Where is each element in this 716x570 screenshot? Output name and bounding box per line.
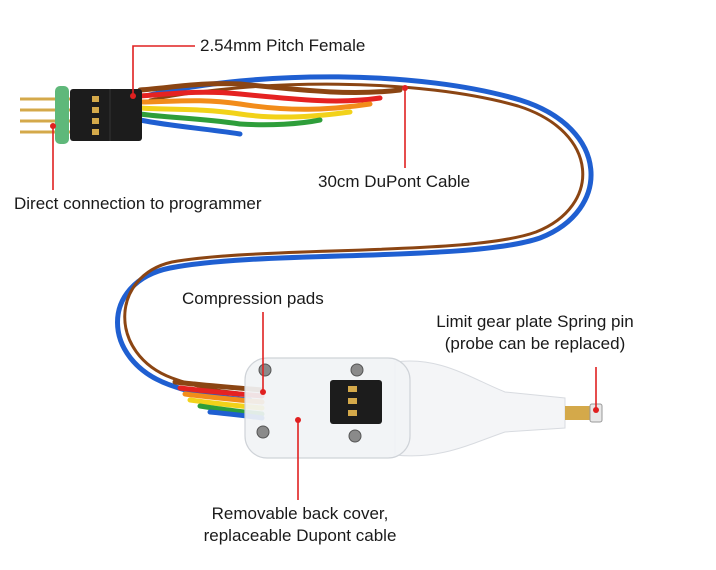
header-connector	[20, 86, 142, 144]
screw-bottom-left	[256, 425, 270, 439]
screw-bottom-right	[348, 429, 362, 443]
ribbon-header-side	[137, 81, 403, 137]
callout-spring-pin-line2: (probe can be replaced)	[444, 334, 626, 353]
clamp-probe	[244, 357, 603, 459]
green-spacer	[55, 86, 69, 144]
callout-cable: 30cm DuPont Cable	[318, 172, 471, 191]
leader-pitch-female	[132, 45, 195, 96]
screw-top-left	[258, 363, 272, 377]
probe-tail	[394, 360, 566, 457]
callout-pitch-female: 2.54mm Pitch Female	[200, 36, 366, 55]
callout-back-cover-line1: Removable back cover,	[211, 504, 389, 523]
callout-spring-pin-line1: Limit gear plate Spring pin	[436, 312, 634, 331]
cable-loop-brown	[123, 82, 585, 396]
callout-spring-pin: Limit gear plate Spring pin (probe can b…	[410, 311, 660, 355]
callout-back-cover: Removable back cover, replaceable Dupont…	[150, 503, 450, 547]
callout-direct-connection: Direct connection to programmer	[14, 194, 262, 213]
female-housing	[70, 89, 142, 141]
cable-loop-blue	[115, 74, 594, 403]
spring-pin	[565, 406, 593, 420]
screw-top-right	[350, 363, 364, 377]
callout-compression-pads: Compression pads	[182, 289, 324, 308]
leader-lines	[50, 45, 599, 500]
callout-back-cover-line2: replaceable Dupont cable	[203, 526, 397, 545]
